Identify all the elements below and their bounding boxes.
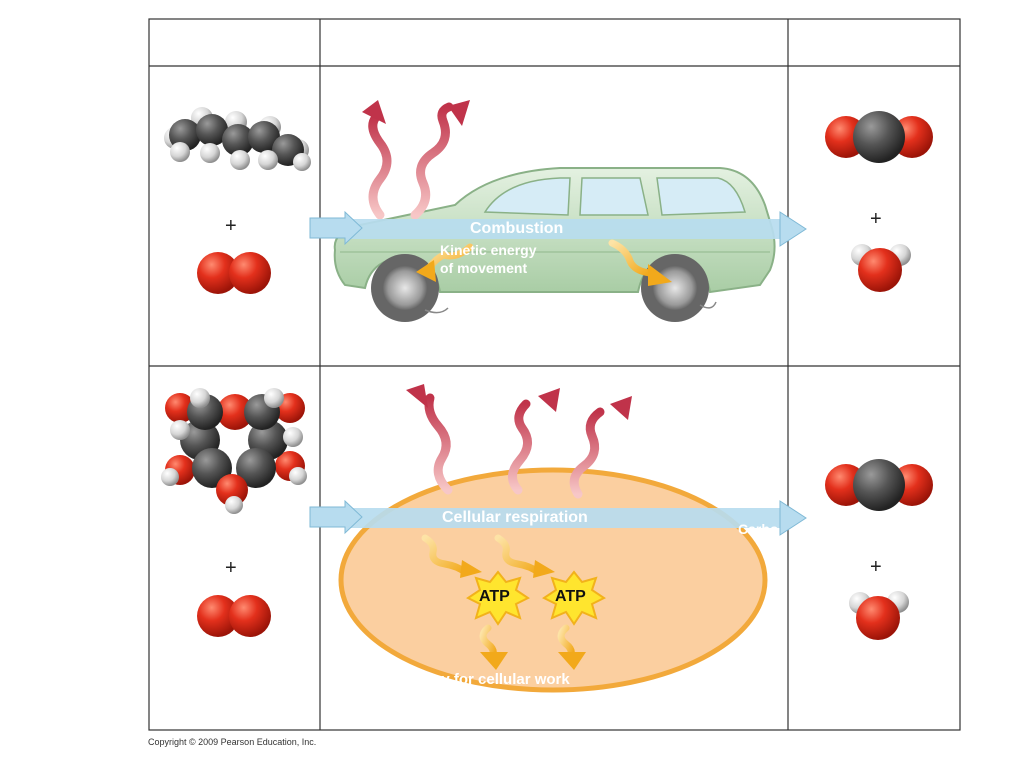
- plus-sign-row1-right: +: [870, 208, 882, 230]
- heat-arrow-respiration-2: [508, 388, 560, 495]
- plus-sign-row2-right: +: [870, 556, 882, 578]
- plus-sign-row2-left: +: [225, 557, 237, 579]
- cellular-work-arrow-1: [479, 624, 508, 670]
- heat-energy-label-line1: He: [348, 112, 366, 128]
- water-molecule-1: [851, 244, 911, 292]
- respiration-process-arrow: [309, 499, 807, 536]
- heat-arrow-respiration-1: [406, 384, 453, 495]
- carbon-dioxide-molecule-2: [825, 459, 933, 511]
- carbon-dioxide-molecule-1: [825, 111, 933, 163]
- energy-for-cellular-work-label: ergy for cellular work: [418, 671, 570, 688]
- octane-molecule: [164, 107, 311, 171]
- heat-energy-label-line2: e: [348, 130, 356, 146]
- combustion-process-arrow: [309, 210, 807, 247]
- kinetic-energy-arrow-2: [608, 239, 672, 286]
- atp-star-2: [542, 570, 606, 626]
- heat-arrow-combustion-1: [362, 100, 392, 220]
- heat-arrow-combustion-2: [410, 100, 470, 220]
- kinetic-energy-arrow-1: [416, 243, 474, 282]
- plus-sign-row1-left: +: [225, 215, 237, 237]
- combustion-label: Combustion: [470, 220, 564, 237]
- table-frame: [148, 18, 961, 731]
- glucose-molecule: [161, 388, 307, 514]
- kinetic-energy-label-line1: Kinetic energy: [440, 242, 537, 258]
- atp-star-1: [466, 570, 530, 626]
- oxygen-molecule-2: [197, 595, 271, 637]
- atp-label-2: ATP: [555, 588, 586, 605]
- oxygen-molecule-1: [197, 252, 271, 294]
- energy-arrow-to-atp-2: [494, 534, 555, 578]
- table-border: [148, 18, 961, 731]
- carbon-dioxide-label-partial: Carbo: [738, 521, 779, 537]
- kinetic-energy-label-line2: of movement: [440, 260, 528, 276]
- copyright-notice: Copyright © 2009 Pearson Education, Inc.: [148, 737, 317, 747]
- cellular-work-arrow-2: [557, 624, 586, 670]
- car-illustration: [333, 167, 776, 322]
- cellular-respiration-label: Cellular respiration: [442, 509, 588, 526]
- energy-arrow-to-atp-1: [421, 534, 482, 578]
- water-molecule-2: [849, 591, 909, 640]
- heat-arrow-respiration-3: [569, 396, 632, 499]
- atp-label-1: ATP: [479, 588, 510, 605]
